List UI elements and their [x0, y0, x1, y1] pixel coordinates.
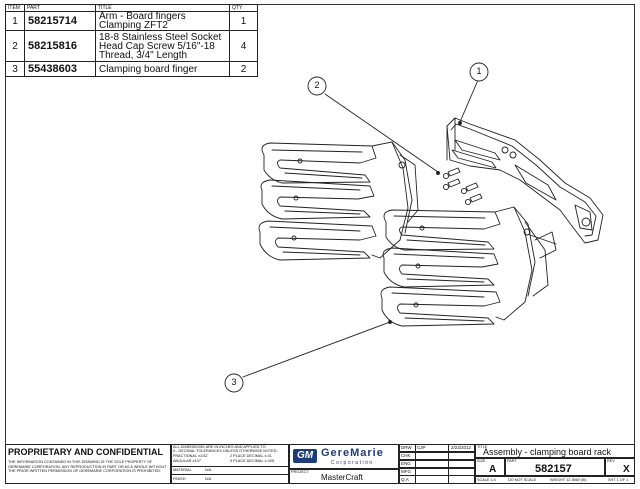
part-value: 582157 — [535, 463, 572, 475]
bom-qty: 4 — [229, 30, 258, 62]
title-label: TITLE — [477, 445, 488, 449]
bom-row: 2 58215816 18-8 Stainless Steel Socket H… — [5, 30, 258, 62]
chk-label: CHK — [401, 453, 411, 458]
bom-row: 3 55438603 Clamping board finger 2 — [5, 61, 258, 77]
qa-label: Q.A — [401, 477, 409, 482]
scale-text: SCALE 1:4 — [477, 478, 496, 482]
part-label: PART — [507, 459, 517, 463]
do-not-scale: DO NOT SCALE — [508, 478, 537, 482]
bom-qty: 2 — [229, 61, 258, 77]
callout-2-label: 2 — [314, 80, 320, 90]
footer-row — [475, 476, 635, 484]
geremarie-logo-name: GereMarie — [321, 447, 384, 459]
angular-tolerance: ANGULAR ±1/2° — [173, 459, 202, 463]
dims-note-1: ALL DIMENSIONS ARE IN INCHES AND APPLIED… — [173, 445, 266, 449]
project-label: PROJECT — [291, 470, 309, 474]
rev-cell — [605, 458, 635, 476]
material-value: N/A — [205, 468, 212, 472]
drw-date: 2/23/2012 — [451, 445, 472, 450]
geremarie-logo-mark: GM — [293, 449, 317, 463]
rev-label: REV — [607, 459, 615, 463]
sheet-text: SHT 1 OF 1 — [608, 478, 629, 482]
material-row — [171, 466, 289, 475]
finish-label: FINISH — [173, 477, 186, 481]
proprietary-text: THE INFORMATION CONTAINED IN THIS DRAWIN… — [8, 460, 167, 474]
rev-value: X — [623, 464, 630, 475]
leader-lines — [242, 79, 479, 378]
weight-text: WEIGHT 12.3660 (lb) — [550, 478, 587, 482]
title-block: PROPRIETARY AND CONFIDENTIAL THE INFORMA… — [5, 444, 635, 484]
three-place-tolerance: 3 PLACE DECIMAL ±.005 — [230, 459, 274, 463]
clamping-finger-upper — [258, 141, 419, 261]
title-value: Assembly - clamping board rack — [483, 447, 612, 457]
callout-3-label: 3 — [231, 377, 237, 387]
project-value: MasterCraft — [321, 473, 363, 482]
title-cell — [475, 444, 635, 458]
mfg-label: MFG — [401, 469, 411, 474]
geremarie-logo-sub: Corporation — [331, 460, 374, 466]
drw-label: DRW — [401, 445, 412, 450]
eng-label: ENG — [401, 461, 411, 466]
arm-bracket — [446, 117, 604, 244]
bom-title: 18-8 Stainless Steel Socket Head Cap Scr… — [95, 30, 230, 62]
proprietary-cell — [5, 444, 171, 484]
clamping-finger-lower — [380, 206, 557, 327]
logo-cell — [289, 444, 399, 469]
drw-value: CJP — [417, 445, 426, 450]
size-cell — [475, 458, 505, 476]
proprietary-title: PROPRIETARY AND CONFIDENTIAL — [8, 447, 164, 457]
callout-1-label: 1 — [476, 66, 482, 76]
finish-value: N/A — [205, 477, 212, 481]
bom-item: 3 — [5, 61, 25, 77]
bom-part: 55438603 — [24, 61, 96, 77]
material-label: MATERIAL — [173, 468, 192, 472]
project-cell — [289, 469, 399, 484]
bill-of-materials: ITEM PART TITLE QTY 1 58215714 Arm - Boa… — [5, 4, 258, 77]
size-label: SIZE — [477, 459, 486, 463]
bom-part: 58215816 — [24, 30, 96, 62]
dims-note-2: 3 - DECIMAL TOLERANCES UNLESS OTHERWISE … — [173, 449, 278, 453]
size-value: A — [489, 464, 497, 475]
fractional-tolerance: FRACTIONAL ±1/32 — [173, 454, 208, 458]
two-place-tolerance: 2 PLACE DECIMAL ±.01 — [230, 454, 272, 458]
tolerance-cell — [171, 444, 289, 484]
part-cell — [505, 458, 605, 476]
cap-screws — [442, 167, 483, 206]
